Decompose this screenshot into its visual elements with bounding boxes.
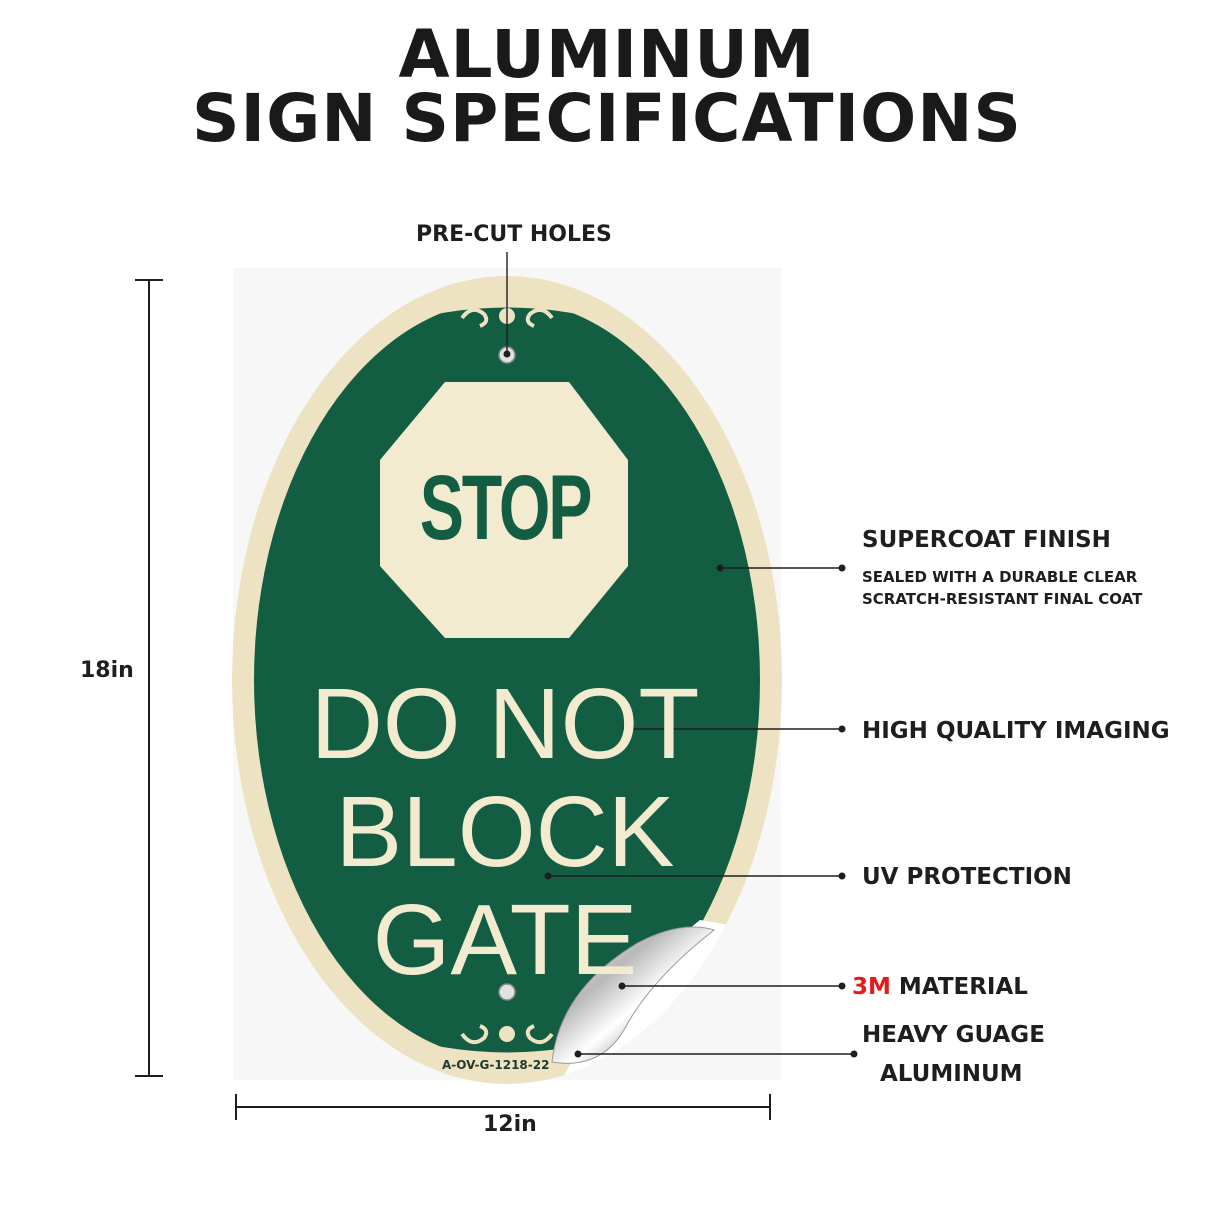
height-dimension-line [135,279,163,1077]
supercoat-desc-line-2: SCRATCH-RESISTANT FINAL COAT [862,590,1143,608]
message-line-1: DO NOT [310,668,700,780]
precut-holes-label: PRE-CUT HOLES [416,222,612,247]
uv-label: UV PROTECTION [862,864,1072,890]
product-code: A-OV-G-1218-22 [442,1058,550,1072]
aluminum-line-1: HEAVY GUAGE [862,1022,1045,1048]
aluminum-line-2: ALUMINUM [880,1061,1023,1087]
width-dimension-line [235,1094,771,1120]
material-label: 3M MATERIAL [852,974,1028,1000]
top-scroll-band [376,296,638,330]
bottom-ornament [460,1024,554,1045]
stop-octagon [380,382,628,638]
title-line-1: ALUMINUM [398,16,816,93]
bottom-hole [498,983,516,1001]
title-line-2: SIGN SPECIFICATIONS [192,80,1022,157]
message-line-2: BLOCK [335,776,675,888]
stop-text: STOP [419,457,593,559]
supercoat-title: SUPERCOAT FINISH [862,527,1111,553]
height-label: 18in [80,658,134,683]
message-line-3: GATE [372,884,638,996]
brand-3m: 3M [852,974,891,1000]
oval-sign [232,276,782,1084]
supercoat-desc-line-1: SEALED WITH A DURABLE CLEAR [862,568,1138,586]
material-text: MATERIAL [890,974,1028,1000]
width-label: 12in [483,1112,537,1137]
imaging-label: HIGH QUALITY IMAGING [862,718,1170,744]
peel-curl [551,926,716,1064]
